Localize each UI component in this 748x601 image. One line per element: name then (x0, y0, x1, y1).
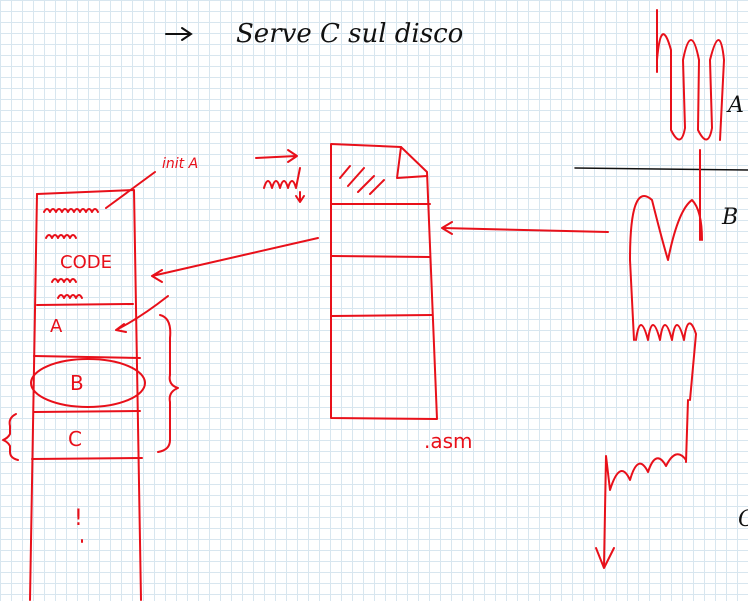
arrow-down-icon (595, 547, 615, 569)
init-annotation: init A (105, 156, 198, 209)
init-label: init A (162, 156, 198, 172)
separator-b (33, 410, 141, 413)
separator-a (33, 355, 141, 359)
memory-block-right-edge (36, 189, 142, 601)
init-pointer-line (105, 171, 156, 209)
header-note: Serve C sul disco (165, 19, 463, 49)
coil-d (603, 453, 687, 567)
coil-a (656, 33, 725, 141)
file-row-3 (331, 314, 433, 317)
memory-block-left-edge (29, 193, 38, 601)
asm-file: .asm (330, 143, 473, 453)
code-label: CODE (60, 252, 112, 273)
segment-a-label: A (50, 316, 63, 337)
file-row-2 (331, 255, 431, 258)
code-scribble-1 (43, 208, 99, 213)
header-note-text: Serve C sul disco (236, 19, 463, 49)
arrow-down-icon (295, 191, 305, 203)
right-brace (157, 314, 179, 453)
file-outline (330, 143, 438, 420)
load-indicator (255, 149, 305, 203)
segment-c-label: C (68, 427, 82, 451)
code-scribble-4 (57, 294, 83, 299)
chain-label-b: B (721, 205, 738, 230)
separator-code (36, 303, 134, 306)
file-fold-corner (396, 146, 428, 179)
coil-scribble (263, 167, 301, 189)
chain-link-1 (629, 259, 635, 341)
arrow-to-memory (151, 237, 319, 283)
code-scribble-3 (51, 278, 77, 283)
segment-b-label: B (70, 371, 84, 395)
chain-separator (574, 167, 748, 171)
chain-label-c: C (738, 507, 748, 532)
chain-label-a: A (726, 93, 744, 118)
arrow-to-file (441, 221, 609, 235)
file-extension: .asm (424, 429, 473, 453)
code-scribble-2 (45, 234, 77, 239)
arrow-to-segment-a (115, 295, 169, 333)
coil-c (635, 322, 697, 401)
left-brace (2, 413, 19, 461)
hatch-lines (339, 165, 385, 195)
bottom-mark: ! (74, 506, 83, 531)
segment-b-highlight (30, 358, 146, 408)
coil-b (629, 195, 703, 261)
chain-link-2 (685, 399, 689, 463)
arrow-right-icon (165, 27, 193, 41)
arrow-right-icon (255, 149, 298, 163)
memory-block: CODE A B C ! (2, 189, 179, 601)
separator-c (31, 457, 143, 460)
right-chain: A B C (574, 9, 748, 569)
